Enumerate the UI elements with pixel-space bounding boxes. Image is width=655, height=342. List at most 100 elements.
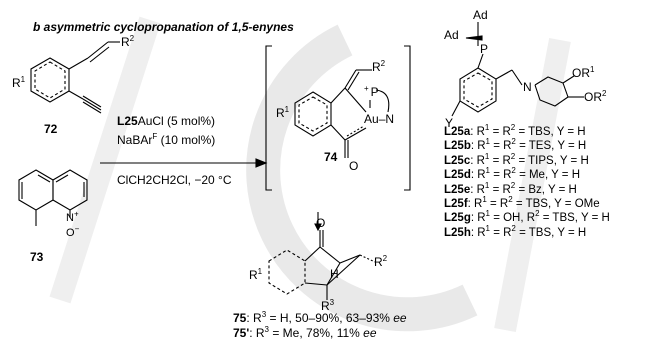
condition-additive: NaBArF (10 mol%) — [117, 132, 216, 148]
result-compound: 75' — [233, 326, 250, 340]
compound-72-label: 72 — [44, 122, 58, 136]
ligand-desc: = R — [490, 140, 512, 153]
ligand-desc: : R — [470, 226, 486, 239]
ligand-row: L25d: R1 = R2 = Me, Y = H — [444, 166, 581, 182]
result-row: 75: R3 = H, 50–90%, 63–93% ee — [233, 310, 407, 326]
h-label-75: H — [330, 267, 339, 281]
ligand-row: L25e: R1 = R2 = Bz, Y = H — [444, 180, 577, 197]
ligand-sup: 1 — [484, 151, 490, 161]
ligand-sup: 2 — [511, 223, 516, 233]
r2-label-72: R2 — [121, 34, 135, 50]
ligand-name: L25d — [444, 169, 471, 182]
scheme-title: b asymmetric cyclopropanation of 1,5-eny… — [33, 20, 294, 34]
r3-label-75: R3 — [321, 298, 335, 314]
ligand-sup: 1 — [485, 223, 490, 233]
ligand-row: L25a: R1 = R2 = TBS, Y = H — [444, 123, 586, 139]
ligand-name: L25e — [444, 183, 471, 196]
ligand-sup: 1 — [482, 195, 487, 205]
ligand-desc: = TBS, Y = OMe — [512, 198, 600, 210]
ligand-row: L25b: R1 = R2 = TES, Y = H — [444, 137, 587, 153]
ligand-desc: = OH, R — [490, 212, 536, 225]
ligand-desc: : R — [470, 212, 486, 225]
ligand-desc: = R — [490, 169, 512, 182]
reaction-arrow — [100, 158, 268, 168]
ligand-desc: = TBS, Y = H — [515, 126, 586, 138]
ligand-desc: = R — [490, 226, 512, 239]
result-row: 75': R3 = Me, 78%, 11% ee — [233, 325, 377, 341]
ligand-sup: 2 — [508, 195, 513, 205]
condition-catalyst: L25AuCl (5 mol%) — [117, 114, 216, 128]
ligand-sup: 2 — [511, 137, 516, 147]
r1-label-74: R1 — [276, 105, 290, 121]
condition-solvent: ClCH2CH2Cl, −20 °C — [117, 173, 232, 187]
result-ee: ee — [393, 311, 407, 325]
ligand-sup: 1 — [485, 137, 490, 147]
ligand-name: L25g — [444, 212, 471, 225]
ligand-name: L25c — [444, 154, 471, 167]
ligand-desc: = Me, Y = H — [515, 169, 581, 182]
ligand-sup: 1 — [484, 123, 490, 133]
ligand-desc: = TES, Y = H — [515, 140, 587, 153]
ligand-desc: : R — [470, 183, 485, 196]
o-label-74: O — [349, 159, 359, 173]
ligand-sup: 1 — [484, 180, 490, 190]
ligand-sup: 2 — [511, 166, 516, 176]
ad-label-2: Ad — [444, 28, 459, 42]
r1-label-72: R1 — [12, 75, 26, 91]
result-ee: ee — [363, 326, 377, 340]
p-label-74: +P — [364, 84, 379, 100]
ligand-sup: 2 — [510, 151, 516, 161]
result-sup: 3 — [261, 310, 267, 319]
o-label-75: O — [316, 216, 326, 230]
ligand-sup: 2 — [510, 180, 516, 190]
structure-75 — [268, 212, 376, 300]
ligand-sup: 1 — [485, 166, 490, 176]
n-oxide-n: N+ — [66, 209, 79, 224]
ligand-name: L25h — [444, 226, 471, 239]
ligand-desc: : R — [470, 126, 485, 138]
ligand-row: L25h: R1 = R2 = TBS, Y = H — [444, 223, 587, 240]
ligand-row: L25c: R1 = R2 = TIPS, Y = H — [444, 151, 589, 168]
ligand-desc: = TBS, Y = H — [539, 212, 610, 225]
result-compound: 75 — [233, 311, 247, 325]
or2-label: OR2 — [584, 89, 607, 105]
r2-label-75: R2 — [374, 254, 388, 270]
ligand-desc: = Bz, Y = H — [515, 183, 577, 196]
structure-73 — [18, 169, 88, 226]
ligand-name: L25b — [444, 140, 471, 153]
au-label-74: Au–N — [364, 112, 395, 126]
intermediate-brackets — [265, 45, 411, 191]
compound-73-label: 73 — [30, 250, 44, 264]
ligand-desc: = R — [489, 126, 511, 138]
structure-L25 — [451, 22, 584, 117]
ligand-name: L25f — [444, 198, 468, 210]
p-label-ligand: P — [480, 42, 489, 56]
structure-72 — [30, 41, 120, 114]
ligand-desc: = TIPS, Y = H — [515, 154, 589, 167]
r1-label-75: R1 — [249, 267, 263, 283]
ligand-desc: : R — [467, 198, 483, 210]
ligand-desc: : R — [470, 140, 486, 153]
result-text: : R — [249, 326, 265, 340]
y-label: Y — [445, 116, 454, 130]
result-text: : R — [246, 311, 262, 325]
result-sup: 3 — [264, 325, 269, 334]
ligand-sup: 1 — [485, 209, 490, 219]
ligand-row: L25g: R1 = OH, R2 = TBS, Y = H — [444, 209, 610, 225]
compound-74-label: 74 — [324, 150, 338, 164]
r2-label-74: R2 — [372, 59, 386, 75]
ligand-desc: = R — [489, 154, 511, 167]
result-text: = H, 50–90%, 63–93% — [266, 311, 394, 325]
ligand-name: L25a — [444, 126, 471, 138]
n-label-ligand: N — [523, 80, 532, 94]
ligand-desc: : R — [470, 154, 485, 167]
structure-74 — [294, 69, 390, 158]
ad-label-1: Ad — [473, 8, 488, 22]
ligand-sup: 2 — [510, 123, 516, 133]
ligand-desc: = R — [489, 183, 511, 196]
ligand-desc: = TBS, Y = H — [515, 226, 587, 239]
or1-label: OR1 — [572, 65, 595, 81]
